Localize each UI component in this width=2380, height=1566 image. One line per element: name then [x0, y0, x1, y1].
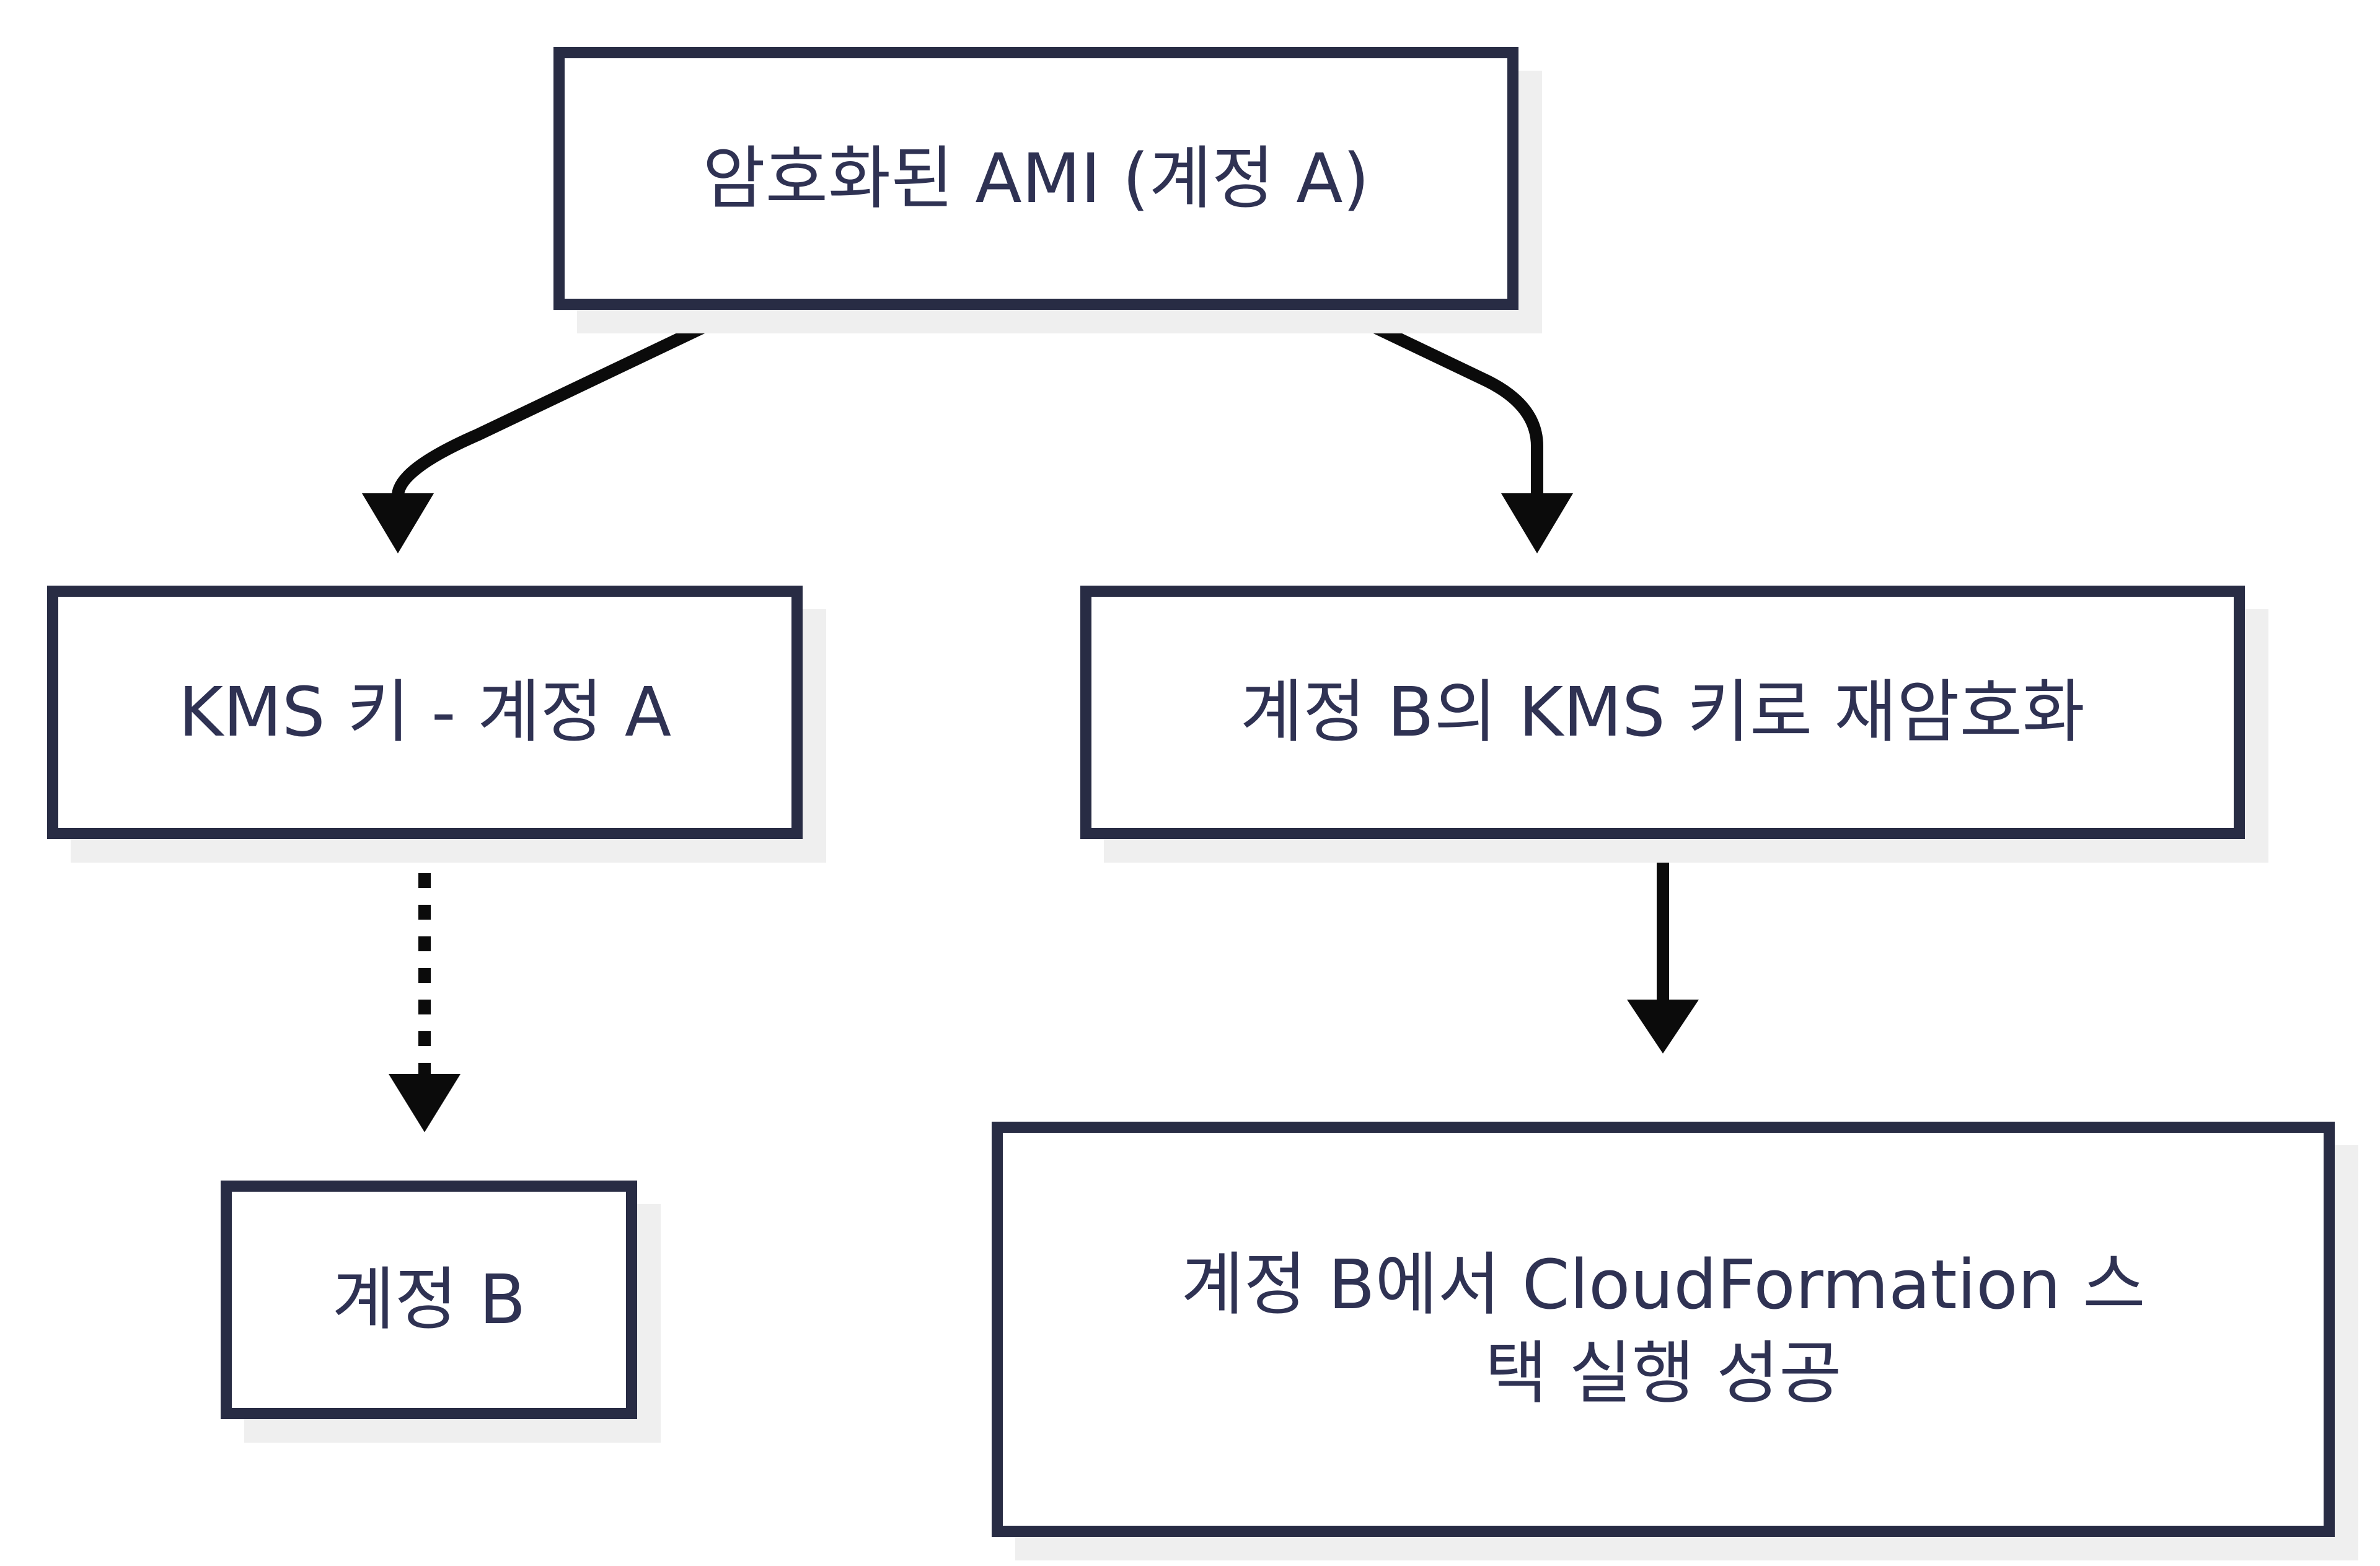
arrowhead-down-icon — [362, 493, 434, 553]
edge-ami-to-kms-key-a-line — [392, 294, 762, 497]
node-label-line-1: 계정 B에서 CloudFormation 스 — [1181, 1245, 2146, 1324]
node-kms-key-account-a: KMS 키 - 계정 A — [47, 586, 803, 839]
node-encrypted-ami: 암호화된 AMI (계정 A) — [553, 47, 1518, 310]
edge-ami-to-reencrypt-b-line — [1316, 294, 1543, 495]
node-label: 계정 B의 KMS 키로 재암호화 — [1240, 672, 2085, 752]
edge-kms-key-a-to-account-b — [389, 842, 461, 1132]
node-label: 계정 B — [332, 1260, 526, 1339]
node-label: KMS 키 - 계정 A — [178, 672, 672, 752]
arrowhead-down-icon — [389, 1074, 461, 1132]
edge-reencrypt-b-to-cfn-success — [1627, 842, 1699, 1054]
node-label-line-2: 택 실행 성공 — [1484, 1334, 1842, 1413]
node-account-b: 계정 B — [221, 1181, 637, 1419]
arrowhead-down-icon — [1501, 493, 1573, 553]
node-reencrypt-with-b-kms: 계정 B의 KMS 키로 재암호화 — [1080, 586, 2245, 839]
edge-ami-to-kms-key-a — [362, 294, 762, 553]
arrowhead-down-icon — [1627, 1000, 1699, 1054]
edge-ami-to-reencrypt-b — [1316, 294, 1573, 553]
node-cloudformation-success: 계정 B에서 CloudFormation 스 택 실행 성공 — [992, 1122, 2335, 1537]
node-label: 암호화된 AMI (계정 A) — [702, 138, 1370, 218]
